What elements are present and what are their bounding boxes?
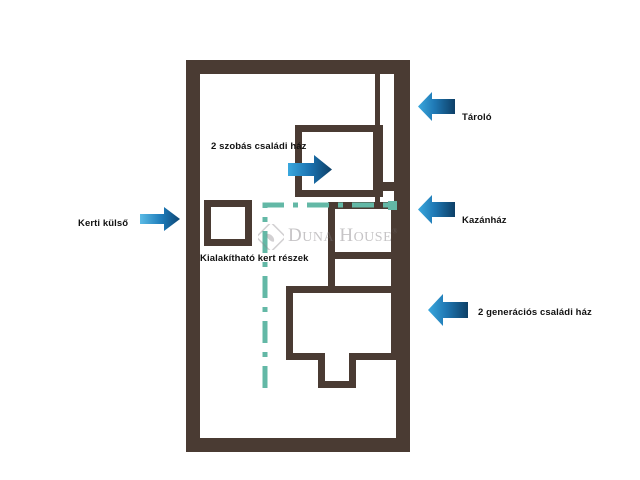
room-two-generation-family-house bbox=[286, 252, 398, 388]
callout-label-taroloo: Tároló bbox=[462, 112, 492, 123]
callout-label-two-generation-house: 2 generációs családi ház bbox=[478, 307, 592, 318]
garden-exterior-square bbox=[204, 200, 252, 246]
arrow-kerti-kulso bbox=[140, 207, 180, 231]
garden-boundary-dashed-line bbox=[262, 201, 397, 388]
arrow-two-room-house bbox=[288, 155, 332, 184]
arrow-taroloo bbox=[418, 92, 455, 121]
room-two-room-family-house bbox=[295, 125, 383, 197]
callout-label-two-room-house: 2 szobás családi ház bbox=[211, 141, 307, 152]
callout-label-kerti-kulso: Kerti külső bbox=[78, 218, 129, 229]
annotation-garden-area: Kialakítható kert részek bbox=[200, 253, 309, 264]
arrow-two-generation-house bbox=[428, 294, 468, 326]
callout-label-kazanhaz: Kazánház bbox=[462, 215, 507, 226]
outer-boundary-wall bbox=[186, 60, 410, 452]
arrow-kazanhaz bbox=[418, 195, 455, 224]
